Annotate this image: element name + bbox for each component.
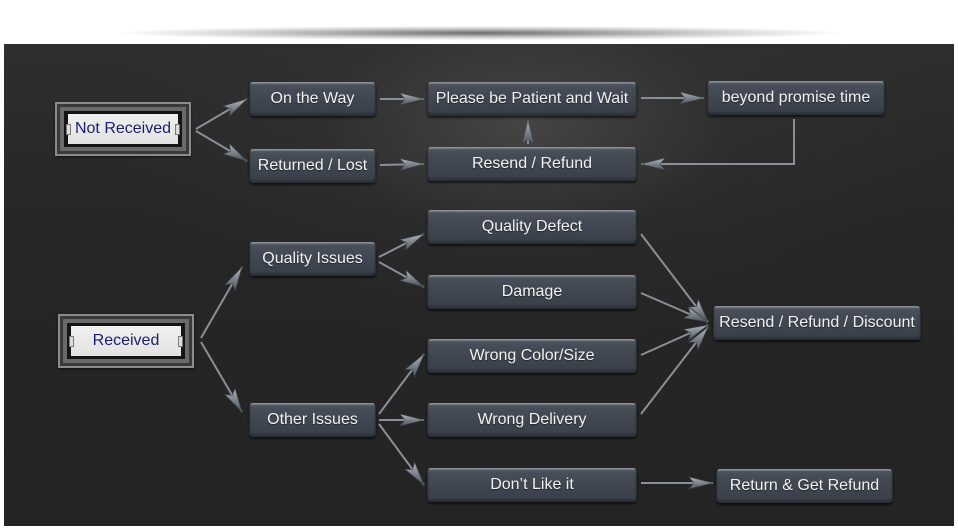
arrowhead-icon	[223, 266, 243, 292]
arrowhead-icon	[682, 306, 709, 323]
root-node-label: Not Received	[66, 114, 180, 144]
root-node-frame: Received	[67, 323, 185, 359]
node-returned-lost[interactable]: Returned / Lost	[249, 149, 376, 183]
node-return-get-refund[interactable]: Return & Get Refund	[716, 469, 893, 503]
edge-returned-lost-to-resend-refund	[379, 158, 425, 172]
edge-received-to-quality-issues	[200, 266, 243, 339]
root-label-text: Not Received	[74, 120, 172, 137]
arrowhead-icon	[399, 92, 425, 106]
arrowhead-icon	[688, 476, 714, 490]
edge-quality-issues-to-quality-defect	[378, 233, 425, 258]
arrowhead-icon	[679, 91, 705, 105]
edge-resend-refund-to-please-wait	[521, 119, 535, 145]
arrowhead-icon	[687, 298, 709, 323]
root-node-not-received[interactable]: Not Received	[55, 102, 191, 156]
node-quality-defect[interactable]: Quality Defect	[427, 210, 637, 244]
arrowhead-icon	[404, 461, 425, 486]
arrowhead-icon	[521, 119, 535, 145]
arrowhead-icon	[398, 233, 425, 252]
edge-quality-issues-to-damage	[378, 261, 425, 288]
connector-pin-icon	[66, 124, 71, 135]
node-quality-issues[interactable]: Quality Issues	[249, 242, 376, 276]
arrowhead-icon	[682, 324, 709, 342]
edge-wrong-delivery-to-resend-refund-discount	[640, 326, 709, 415]
node-other-issues[interactable]: Other Issues	[249, 403, 376, 437]
edge-not-received-to-on-the-way	[195, 98, 248, 130]
edge-wrong-color-size-to-resend-refund-discount	[640, 324, 709, 356]
node-wrong-color-size[interactable]: Wrong Color/Size	[427, 339, 637, 373]
arrowhead-icon	[399, 158, 425, 172]
edge-quality-defect-to-resend-refund-discount	[640, 233, 709, 323]
edge-other-issues-to-dont-like	[378, 423, 425, 486]
edge-other-issues-to-wrong-delivery	[379, 413, 425, 427]
top-shadow-decoration	[120, 26, 840, 40]
edge-damage-to-resend-refund-discount	[640, 292, 709, 323]
arrowhead-icon	[399, 413, 425, 427]
edge-beyond-promise-to-resend-refund	[640, 119, 795, 171]
connector-pin-icon	[69, 336, 74, 347]
edge-dont-like-to-return-get-refund	[641, 476, 714, 490]
node-on-the-way[interactable]: On the Way	[249, 82, 376, 116]
root-node-received[interactable]: Received	[58, 314, 194, 368]
arrowhead-icon	[403, 353, 425, 378]
node-beyond-promise-time[interactable]: beyond promise time	[707, 81, 885, 115]
edge-other-issues-to-wrong-color-size	[378, 353, 425, 415]
arrowhead-icon	[222, 98, 248, 118]
connector-pin-icon	[178, 336, 183, 347]
root-label-text: Received	[92, 332, 160, 349]
edge-please-wait-to-beyond-promise	[641, 91, 705, 105]
root-node-label: Received	[69, 326, 183, 356]
node-resend-refund-discount[interactable]: Resend / Refund / Discount	[713, 306, 921, 340]
node-please-be-patient[interactable]: Please be Patient and Wait	[427, 82, 637, 116]
node-resend-refund[interactable]: Resend / Refund	[427, 147, 637, 181]
root-node-frame: Not Received	[64, 111, 182, 147]
node-wrong-delivery[interactable]: Wrong Delivery	[427, 403, 637, 437]
edge-line	[641, 119, 795, 165]
edge-on-the-way-to-please-wait	[380, 92, 425, 106]
edge-not-received-to-returned-lost	[195, 130, 248, 162]
arrowhead-icon	[223, 387, 243, 413]
arrowhead-icon	[399, 269, 425, 288]
edge-received-to-other-issues	[200, 341, 243, 413]
node-dont-like-it[interactable]: Don’t Like it	[427, 468, 637, 502]
arrowhead-icon	[687, 326, 709, 351]
connector-pin-icon	[175, 124, 180, 135]
arrowhead-icon	[640, 157, 666, 171]
arrowhead-icon	[222, 142, 248, 162]
node-damage[interactable]: Damage	[427, 275, 637, 309]
